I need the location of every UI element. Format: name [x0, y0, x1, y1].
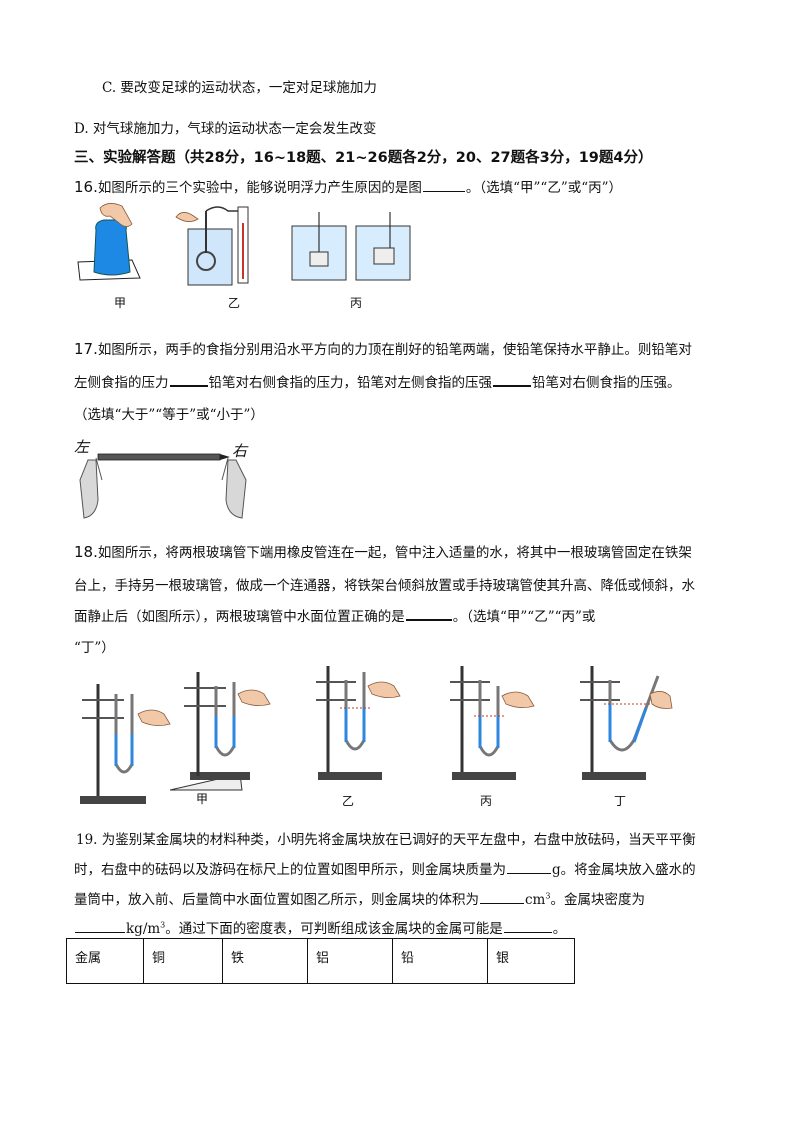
- table-cell: 金属: [66, 938, 144, 984]
- figure-16-bing: [291, 212, 411, 281]
- q19-line2-b: g。将金属块放入盛水的: [552, 862, 696, 878]
- q19-line3-unit: cm: [525, 892, 546, 908]
- q19-line3-sup: 3: [545, 891, 551, 901]
- q19-line4-sup: 3: [160, 920, 166, 930]
- q19-line1: 为鉴别某金属块的材料种类，小明先将金属块放在已调好的天平左盘中，右盘中放砝码，当…: [101, 832, 696, 848]
- section-heading: 三、实验解答题（共28分，16~18题、21~26题各2分，20、27题各3分，…: [74, 150, 653, 166]
- figure-17-label-right: 右: [232, 442, 248, 460]
- question-17-line1: 17.如图所示，两手的食指分别用沿水平方向的力顶在削好的铅笔两端，使铅笔保持水平…: [74, 338, 692, 358]
- figure-18-setup-yi: [316, 666, 401, 780]
- table-cell: 铅: [392, 938, 488, 984]
- option-c: C. 要改变足球的运动状态，一定对足球施加力: [102, 80, 377, 96]
- figure-17-label-left: 左: [74, 438, 90, 456]
- question-17-number: 17.: [74, 340, 98, 358]
- question-18-line1: 18.如图所示，将两根玻璃管下端用橡皮管连在一起，管中注入适量的水，将其中一根玻…: [74, 541, 692, 561]
- question-16-number: 16.: [74, 178, 98, 196]
- q19-answer-blank-volume[interactable]: [480, 902, 524, 904]
- q17-line2-a: 左侧食指的压力: [74, 375, 169, 391]
- question-19-line2: 时，右盘中的砝码以及游码在标尺上的位置如图甲所示，则金属块质量为 g。将金属块放入…: [74, 858, 696, 878]
- q18-answer-blank[interactable]: [405, 618, 452, 621]
- figure-16-caption-yi: 乙: [228, 296, 241, 310]
- q17-line2-c: 铅笔对右侧食指的压强。: [532, 375, 681, 391]
- q19-answer-blank-metal[interactable]: [503, 931, 552, 933]
- question-18-line2: 台上，手持另一根玻璃管，做成一个连通器，将铁架台倾斜放置或手持玻璃管使其升高、降…: [74, 578, 695, 594]
- table-row: 金属 铜 铁 铝 铅 银: [66, 938, 575, 984]
- q18-line3-a: 面静止后（如图所示），两根玻璃管中水面位置正确的是: [74, 609, 405, 625]
- question-19-line3: 量筒中，放入前、后量筒中水面位置如图乙所示，则金属块的体积为 cm3。金属块密度为: [74, 888, 645, 909]
- q17-answer-blank-2[interactable]: [493, 384, 531, 387]
- q17-line1: 如图所示，两手的食指分别用沿水平方向的力顶在削好的铅笔两端，使铅笔保持水平静止。…: [97, 342, 692, 358]
- figure-18-caption-bing: 丙: [480, 794, 493, 808]
- question-18-line3: 面静止后（如图所示），两根玻璃管中水面位置正确的是 。（选填“甲”“乙”“丙”或: [74, 605, 595, 625]
- question-16-text: 16.如图所示的三个实验中，能够说明浮力产生原因的是图 。（选填“甲”“乙”或“丙…: [74, 176, 622, 196]
- q19-line3-a: 量筒中，放入前、后量筒中水面位置如图乙所示，则金属块的体积为: [74, 892, 479, 908]
- table-cell: 铁: [222, 938, 308, 984]
- figure-16-caption-bing: 丙: [350, 296, 363, 310]
- figure-18-setup-jia: [170, 672, 271, 791]
- figure-16-caption-jia: 甲: [114, 296, 127, 310]
- q19-line3-b: 。金属块密度为: [550, 892, 645, 908]
- figure-18-caption-ding: 丁: [614, 794, 627, 808]
- table-cell: 铝: [307, 938, 393, 984]
- q19-line4-unit: kg/m: [126, 921, 161, 937]
- figure-18-setup-1: [80, 684, 171, 804]
- q16-text-a: 如图所示的三个实验中，能够说明浮力产生原因的是图: [97, 180, 422, 196]
- q17-line2-b: 铅笔对右侧食指的压力，铅笔对左侧食指的压强: [208, 375, 493, 391]
- density-table: 金属 铜 铁 铝 铅 银: [66, 938, 575, 984]
- question-19-line1: 19. 为鉴别某金属块的材料种类，小明先将金属块放在已调好的天平左盘中，右盘中放…: [76, 828, 696, 848]
- figure-18-setup-bing: [450, 666, 535, 780]
- q18-line1: 如图所示，将两根玻璃管下端用橡皮管连在一起，管中注入适量的水，将其中一根玻璃管固…: [97, 545, 692, 561]
- option-d: D. 对气球施加力，气球的运动状态一定会发生改变: [74, 121, 377, 137]
- question-17-line3: （选填“大于”“等于”或“小于”）: [74, 407, 264, 423]
- figure-17-pencil-hands: [79, 453, 247, 519]
- table-cell: 铜: [143, 938, 223, 984]
- figure-16-jia: [77, 203, 141, 281]
- question-19-line4: kg/m3。通过下面的密度表，可判断组成该金属块的金属可能是 。: [74, 917, 566, 937]
- q19-line2-a: 时，右盘中的砝码以及游码在标尺上的位置如图甲所示，则金属块质量为: [74, 862, 506, 878]
- question-18-number: 18.: [74, 543, 98, 561]
- question-17-line2: 左侧食指的压力 铅笔对右侧食指的压力，铅笔对左侧食指的压强 铅笔对右侧食指的压强。: [74, 371, 681, 391]
- q19-line4-end: 。: [552, 921, 567, 937]
- q18-line3-b: 。（选填“甲”“乙”“丙”或: [452, 609, 596, 625]
- question-18-line4: “丁”）: [74, 640, 115, 656]
- q16-answer-blank[interactable]: [422, 190, 465, 192]
- q17-answer-blank-1[interactable]: [169, 384, 208, 387]
- question-19-number: 19.: [76, 832, 98, 848]
- q19-answer-blank-density[interactable]: [75, 931, 125, 933]
- q19-line4-b: 。通过下面的密度表，可判断组成该金属块的金属可能是: [165, 921, 503, 937]
- q16-text-b: 。（选填“甲”“乙”或“丙”）: [465, 180, 623, 196]
- figure-16-yi: [175, 206, 249, 286]
- q19-answer-blank-mass[interactable]: [507, 872, 551, 874]
- table-cell: 银: [487, 938, 575, 984]
- figure-18-setup-ding: [580, 666, 673, 780]
- figure-18-caption-jia: 甲: [196, 792, 209, 806]
- figure-18-caption-yi: 乙: [342, 794, 355, 808]
